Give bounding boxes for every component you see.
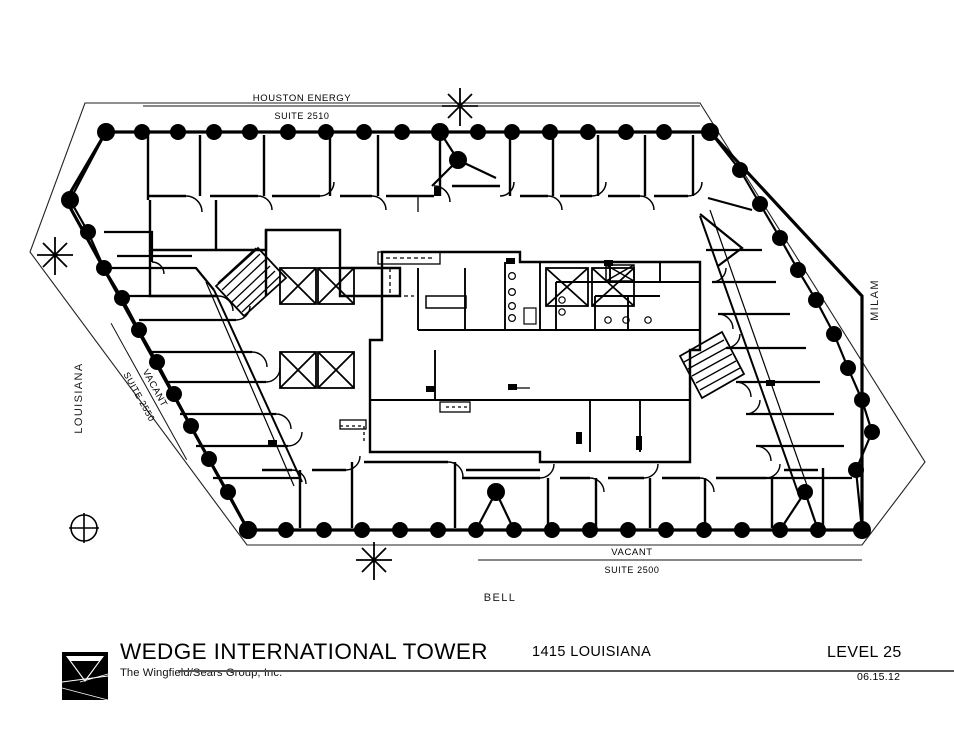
elevator-shaft-secondary (279, 267, 355, 389)
street-label-east: MILAM (869, 279, 881, 321)
label-top-tenant: HOUSTON ENERGY SUITE 2510 (143, 93, 700, 121)
title-block-text: WEDGE INTERNATIONAL TOWER The Wingfield/… (120, 639, 954, 679)
level-label: LEVEL 25 (827, 644, 902, 661)
door-jambs (268, 187, 775, 450)
page-title: WEDGE INTERNATIONAL TOWER (120, 639, 488, 664)
wedge-logo-icon (62, 652, 108, 700)
east-suite-partitions (699, 196, 852, 499)
interior-detail-lines (339, 196, 530, 444)
building-core (148, 200, 702, 464)
door-swings-north (185, 181, 703, 213)
stairwell-west (214, 246, 288, 318)
conference-table (425, 295, 467, 309)
street-label-west: LOUISIANA (73, 362, 85, 433)
building-address: 1415 LOUISIANA (532, 644, 652, 660)
top-tenant-name: HOUSTON ENERGY (253, 93, 352, 104)
street-label-south: BELL (484, 592, 517, 604)
south-office-partitions (262, 460, 825, 528)
drawing-date: 06.15.12 (857, 671, 901, 683)
bottom-tenant-suite: SUITE 2500 (604, 565, 659, 575)
bottom-tenant-name: VACANT (611, 547, 652, 558)
elevator-shaft-small (605, 264, 635, 282)
firm-name: The Wingfield/Sears Group, Inc. (120, 666, 283, 679)
north-arrow-icon (69, 513, 99, 543)
title-block-row: WEDGE INTERNATIONAL TOWER The Wingfield/… (62, 639, 954, 702)
restroom-fixtures (508, 272, 652, 325)
column-tie-lines (68, 131, 874, 531)
core-interior-walls (370, 262, 700, 452)
top-tenant-suite: SUITE 2510 (274, 111, 329, 121)
title-block: WEDGE INTERNATIONAL TOWER The Wingfield/… (0, 628, 954, 735)
title-divider (178, 670, 954, 672)
door-swings-south (291, 455, 781, 493)
north-office-partitions (146, 135, 695, 200)
property-boundary (29, 102, 926, 546)
elevator-shaft (545, 267, 635, 307)
label-bottom-tenant: VACANT SUITE 2500 (478, 547, 862, 575)
stairwell-east (678, 330, 746, 400)
